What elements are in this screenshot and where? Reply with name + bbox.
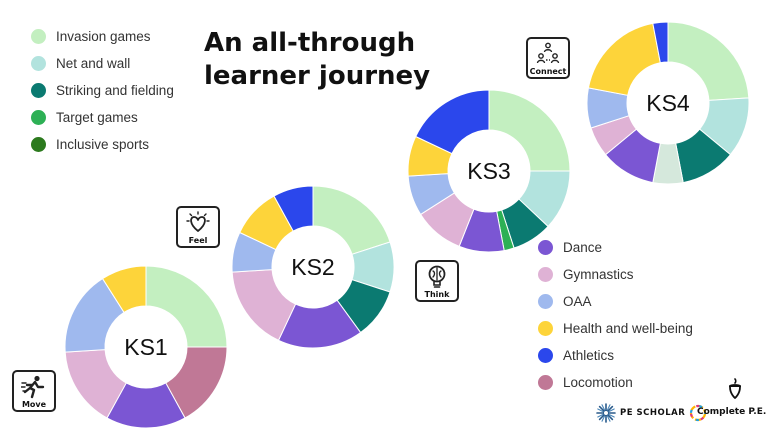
- acorn-icon: [729, 378, 741, 399]
- running-person-icon: [21, 375, 45, 399]
- legend-item: Net and wall: [31, 50, 174, 77]
- legend-swatch: [31, 83, 46, 98]
- legend-swatch: [538, 267, 553, 282]
- connect-badge: Connect: [526, 37, 570, 79]
- donut-center-label: KS1: [124, 334, 167, 360]
- move-badge: Move: [12, 370, 56, 412]
- legend-swatch: [31, 29, 46, 44]
- legend-label: Inclusive sports: [56, 137, 150, 152]
- legend-label: Target games: [56, 110, 138, 125]
- feel-badge: Feel: [176, 206, 220, 248]
- donut-slice: [101, 265, 147, 314]
- legend-swatch: [538, 348, 553, 363]
- legend-swatch: [538, 375, 553, 390]
- legend-label: Striking and fielding: [56, 83, 174, 98]
- think-label: Think: [424, 290, 450, 299]
- legend-item: Locomotion: [538, 369, 693, 396]
- title-line-1: An all-through: [204, 28, 416, 58]
- donut-center-label: KS4: [646, 90, 690, 116]
- legend-swatch: [31, 110, 46, 125]
- legend-swatch: [538, 294, 553, 309]
- legend-label: Gymnastics: [563, 267, 634, 282]
- legend-label: Invasion games: [56, 29, 151, 44]
- legend-item: Gymnastics: [538, 261, 693, 288]
- legend-item: Invasion games: [31, 23, 174, 50]
- donut-slice: [667, 21, 750, 101]
- donut-slice: [587, 22, 661, 96]
- donut-slice: [312, 185, 391, 255]
- legend-item: Inclusive sports: [31, 131, 174, 158]
- move-label: Move: [21, 400, 47, 409]
- donut-ks1: KS1: [64, 265, 228, 429]
- people-connect-icon: [536, 42, 560, 64]
- pe-scholar-logo: PE SCHOLAR: [620, 408, 686, 418]
- donut-slice: [415, 89, 490, 155]
- legend-swatch: [31, 137, 46, 152]
- feel-label: Feel: [188, 236, 208, 245]
- logos: PE SCHOLAR Complete P.E.: [596, 375, 766, 425]
- legend-label: Locomotion: [563, 375, 633, 390]
- legend-swatch: [31, 56, 46, 71]
- legend-swatch: [538, 240, 553, 255]
- donut-ks2: KS2: [231, 185, 395, 349]
- complete-pe-ring-icon: [689, 404, 707, 422]
- legend-item: OAA: [538, 288, 693, 315]
- legend-item: Health and well-being: [538, 315, 693, 342]
- donut-ks3: KS3: [407, 89, 571, 253]
- donut-slice: [652, 21, 669, 64]
- think-badge: Think: [415, 260, 459, 302]
- legend-item: Target games: [31, 104, 174, 131]
- legend-label: Dance: [563, 240, 603, 255]
- heart-icon: [186, 211, 210, 232]
- title-line-2: learner journey: [204, 61, 431, 91]
- page-title: An all-through learner journey: [204, 27, 474, 93]
- brain-lightbulb-icon: [428, 265, 446, 288]
- legend-label: OAA: [563, 294, 592, 309]
- legend-label: Net and wall: [56, 56, 131, 71]
- donut-center-label: KS3: [467, 158, 510, 184]
- connect-label: Connect: [529, 67, 567, 76]
- legend-item: Dance: [538, 234, 693, 261]
- legend-item: Striking and fielding: [31, 77, 174, 104]
- pe-scholar-logo-icon: [596, 403, 616, 423]
- complete-pe-logo: Complete P.E.: [697, 407, 767, 417]
- donut-center-label: KS2: [291, 254, 334, 280]
- legend-label: Health and well-being: [563, 321, 693, 336]
- legend-label: Athletics: [563, 348, 615, 363]
- donut-slice: [273, 185, 314, 232]
- legend-swatch: [538, 321, 553, 336]
- legend-item: Athletics: [538, 342, 693, 369]
- donut-ks4: KS4: [586, 21, 750, 185]
